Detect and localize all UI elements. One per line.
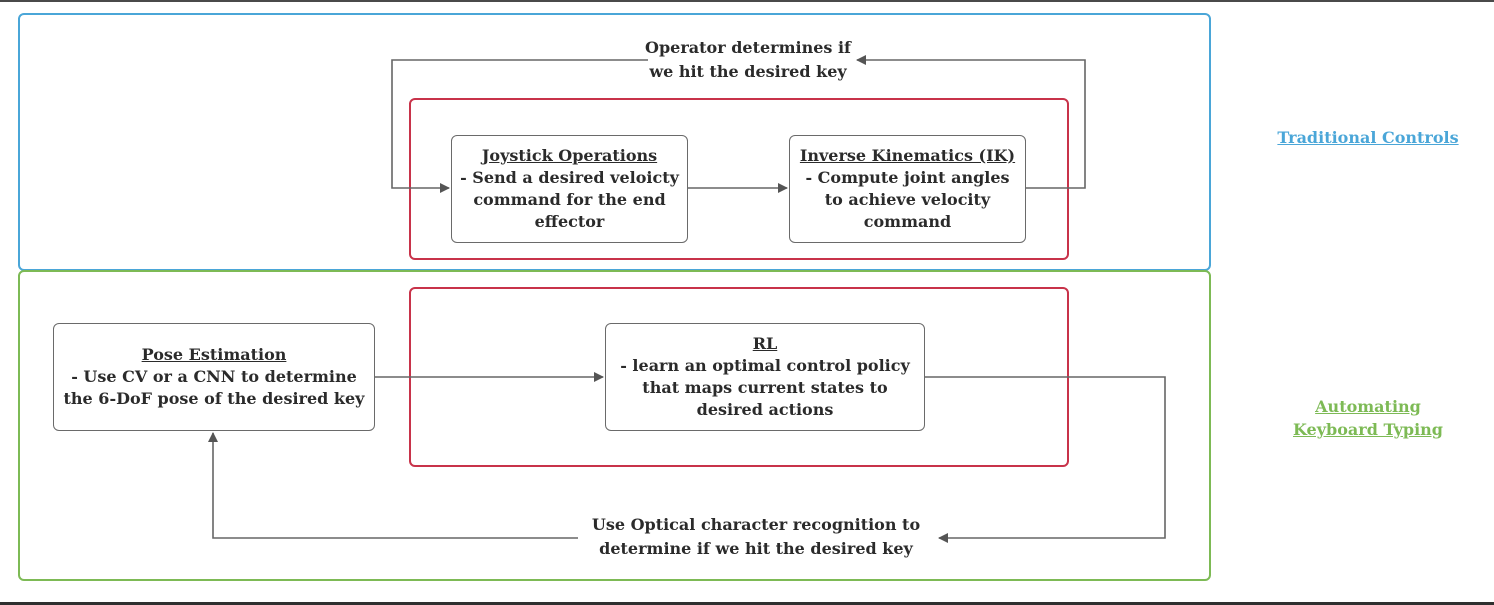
- top-border: [0, 0, 1494, 2]
- pose-node-title: Pose Estimation: [141, 345, 287, 364]
- control-pipeline-highlight-top: [409, 98, 1069, 260]
- joystick-node-title: Joystick Operations: [481, 146, 658, 165]
- pose-node-desc: - Use CV or a CNN to determine the 6-DoF…: [63, 367, 365, 408]
- bottom-border: [0, 602, 1494, 605]
- ik-node-desc: - Compute joint angles to achieve veloci…: [805, 168, 1010, 231]
- ik-node-title: Inverse Kinematics (IK): [799, 146, 1016, 165]
- rl-node-desc: - learn an optimal control policy that m…: [620, 356, 910, 419]
- arrow-ik-to-operator: [856, 55, 1086, 189]
- operator-feedback-line2: we hit the desired key: [649, 62, 847, 81]
- automating-typing-line1: Automating: [1315, 397, 1421, 416]
- traditional-controls-text: Traditional Controls: [1277, 128, 1459, 147]
- pose-estimation-node: Pose Estimation - Use CV or a CNN to det…: [53, 323, 375, 431]
- joystick-operations-node: Joystick Operations - Send a desired vel…: [451, 135, 688, 243]
- rl-node-title: RL: [752, 334, 778, 353]
- rl-node: RL - learn an optimal control policy tha…: [605, 323, 925, 431]
- joystick-node-desc: - Send a desired veloicty command for th…: [460, 168, 679, 231]
- automating-typing-label: Automating Keyboard Typing: [1268, 395, 1468, 441]
- automating-typing-frame: [18, 270, 1211, 581]
- arrow-operator-to-joystick: [391, 59, 648, 193]
- inverse-kinematics-node: Inverse Kinematics (IK) - Compute joint …: [789, 135, 1026, 243]
- operator-feedback-label: Operator determines if we hit the desire…: [610, 36, 886, 84]
- ocr-feedback-label: Use Optical character recognition to det…: [575, 513, 937, 561]
- automating-typing-line2: Keyboard Typing: [1293, 420, 1443, 439]
- operator-feedback-line1: Operator determines if: [645, 38, 851, 57]
- arrow-ocr-to-pose: [208, 432, 578, 539]
- ocr-feedback-line2: determine if we hit the desired key: [599, 539, 913, 558]
- traditional-controls-label: Traditional Controls: [1268, 126, 1468, 149]
- ocr-feedback-line1: Use Optical character recognition to: [591, 515, 921, 534]
- arrow-rl-to-ocr: [925, 376, 1166, 543]
